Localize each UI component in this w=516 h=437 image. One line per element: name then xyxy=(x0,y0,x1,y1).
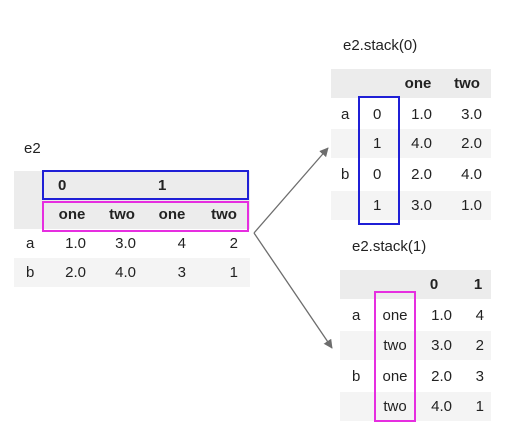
stack1-inner-index: one xyxy=(382,307,408,324)
arrow-to-stack1 xyxy=(253,232,333,349)
e2-cell: 4.0 xyxy=(115,264,136,281)
stack1-cell: 1.0 xyxy=(431,307,452,324)
stack1-cell: 4.0 xyxy=(431,398,452,415)
stack1-cell: 4 xyxy=(475,307,484,324)
stack0-inner-index: 1 xyxy=(373,197,382,214)
stack1-inner-index: two xyxy=(383,337,407,354)
stack1-cell: 3.0 xyxy=(431,337,452,354)
e2-cell: 3.0 xyxy=(115,235,136,252)
stack1-cell: 3 xyxy=(475,368,484,385)
e2-level1-label-3: two xyxy=(211,206,237,223)
stack0-cell: 2.0 xyxy=(411,166,432,183)
e2-level1-label-0: one xyxy=(58,206,86,223)
stack0-cell: 4.0 xyxy=(461,166,482,183)
stack0-cell: 1.0 xyxy=(411,106,432,123)
e2-level1-label-2: one xyxy=(158,206,186,223)
stack0-cell: 2.0 xyxy=(461,135,482,152)
e2-cell: 2.0 xyxy=(65,264,86,281)
e2-cell: 1 xyxy=(229,264,238,281)
e2-level1-header-row xyxy=(14,200,250,229)
stack0-col-header-two: two xyxy=(454,75,480,92)
e2-title: e2 xyxy=(24,140,41,157)
stack0-outer-index: a xyxy=(341,106,350,123)
stack1-cell: 1 xyxy=(475,398,484,415)
stack1-cell: 2.0 xyxy=(431,368,452,385)
e2-row-b-bg xyxy=(14,258,250,287)
stack0-title: e2.stack(0) xyxy=(343,37,418,54)
e2-level0-header-row xyxy=(14,171,250,200)
e2-level0-label-0: 0 xyxy=(58,177,67,194)
stack1-cell: 2 xyxy=(475,337,484,354)
e2-cell: 1.0 xyxy=(65,235,86,252)
stack0-inner-index: 0 xyxy=(373,166,382,183)
stack0-header-row xyxy=(331,69,491,98)
e2-level1-label-1: two xyxy=(109,206,135,223)
stack1-title: e2.stack(1) xyxy=(352,238,427,255)
stack0-row-bg xyxy=(331,129,491,158)
stack1-outer-index: a xyxy=(352,307,361,324)
stack0-outer-index: b xyxy=(341,166,350,183)
stack1-col-header-0: 0 xyxy=(429,276,439,293)
e2-cell: 3 xyxy=(177,264,186,281)
stack0-cell: 3.0 xyxy=(461,106,482,123)
stack0-inner-index: 1 xyxy=(373,135,382,152)
stack0-inner-index: 0 xyxy=(373,106,382,123)
e2-row-index-a: a xyxy=(26,235,35,252)
stack0-col-header-one: one xyxy=(404,75,432,92)
stack0-cell: 3.0 xyxy=(411,197,432,214)
e2-row-index-b: b xyxy=(26,264,35,281)
stack0-cell: 1.0 xyxy=(461,197,482,214)
stack0-cell: 4.0 xyxy=(411,135,432,152)
arrow-to-stack0 xyxy=(253,147,329,234)
stack1-inner-index: one xyxy=(382,368,408,385)
e2-level0-label-1: 1 xyxy=(158,177,167,194)
stack1-inner-index: two xyxy=(383,398,407,415)
stack1-inner-index-highlight-box xyxy=(374,291,416,422)
stack0-row-bg xyxy=(331,191,491,220)
stack1-outer-index: b xyxy=(352,368,361,385)
stack1-col-header-1: 1 xyxy=(473,276,483,293)
e2-level0-highlight-box xyxy=(42,170,249,200)
e2-cell: 2 xyxy=(229,235,238,252)
e2-cell: 4 xyxy=(177,235,186,252)
stack0-inner-index-highlight-box xyxy=(358,96,400,225)
e2-level1-highlight-box xyxy=(42,201,249,232)
